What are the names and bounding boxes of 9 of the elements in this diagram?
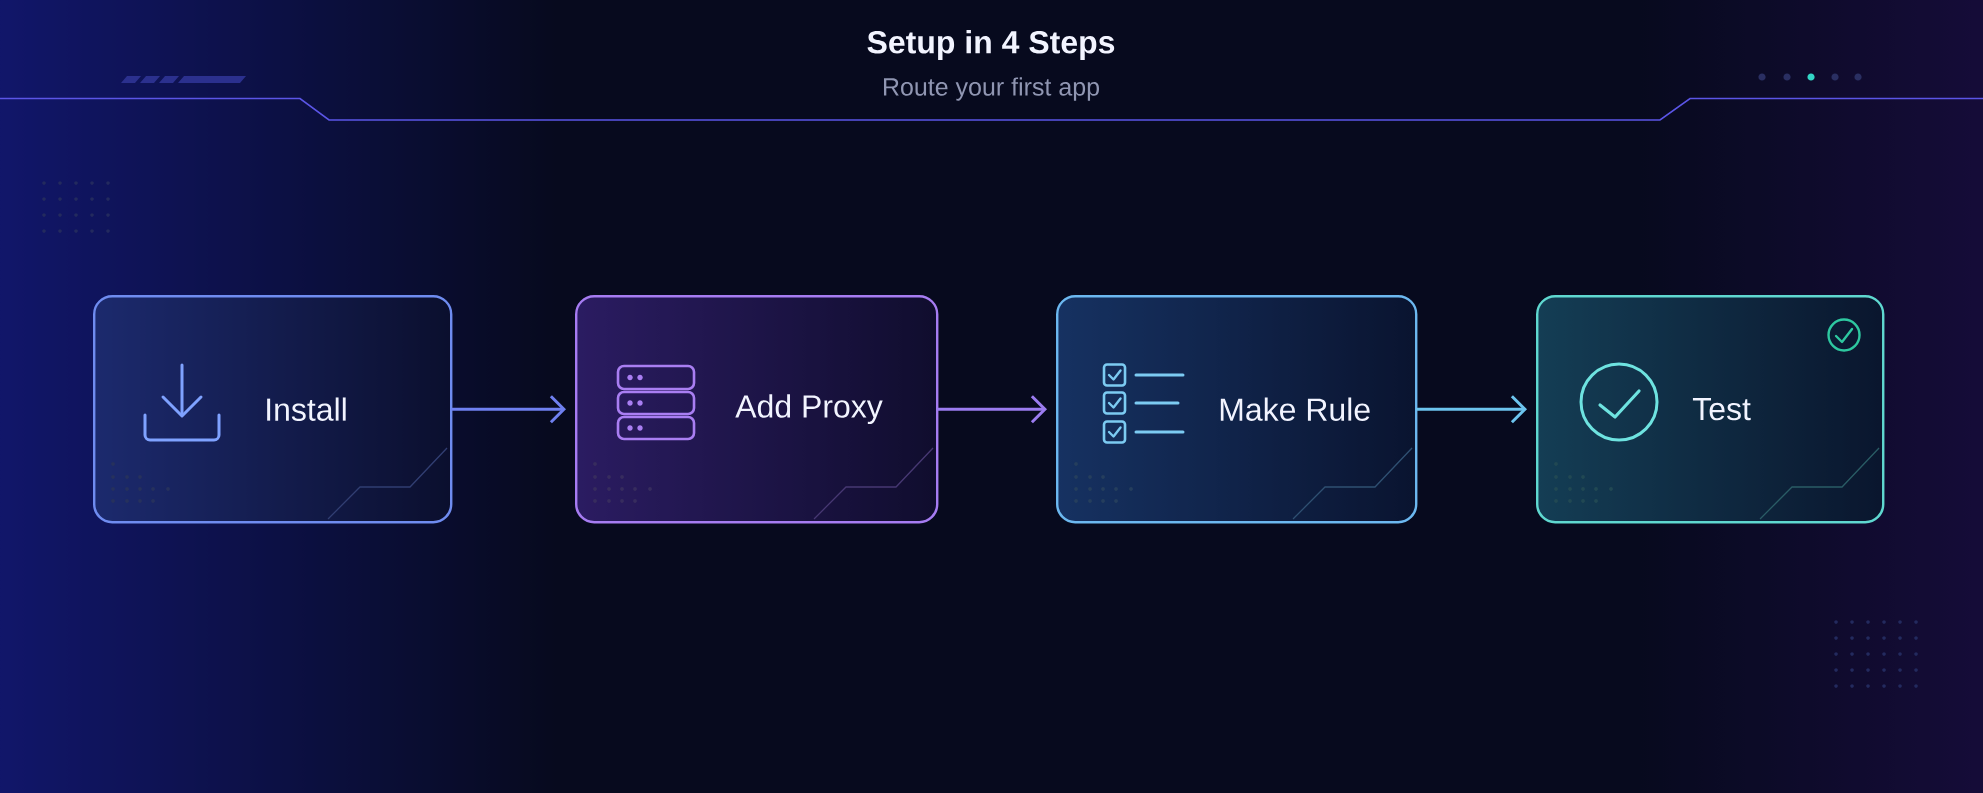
step-card: Install xyxy=(93,295,453,524)
arrow xyxy=(936,395,1047,424)
arrow xyxy=(450,395,566,424)
step-card: Make Rule xyxy=(1056,295,1418,524)
step-card: Add Proxy xyxy=(575,295,939,524)
arrow xyxy=(1415,395,1528,424)
title: Setup in 4 Steps xyxy=(867,30,1115,60)
step-card: Test xyxy=(1536,295,1885,524)
subtitle: Route your first app xyxy=(884,77,1099,101)
